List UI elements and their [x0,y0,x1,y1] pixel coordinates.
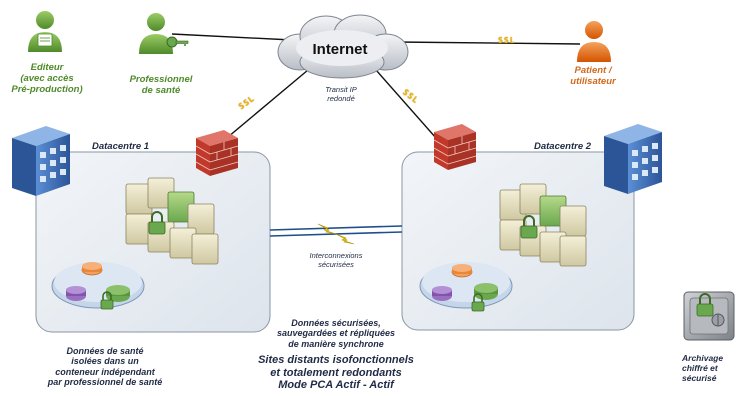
datacentre-1-data-container-icon [51,262,145,310]
datacentre-2-building-icon [604,124,662,194]
datacentre-2-data-container-icon [419,262,513,312]
datacentre-2-title: Datacentre 2 [534,141,592,152]
transit-ip-label: Transit IP redondé [325,85,357,103]
link-professionnel-internet [171,33,293,41]
professionnel-label: Professionnel de santé [129,74,193,96]
donnees-securisees-caption: Données sécurisées, sauvegardées et répl… [276,318,396,349]
datacentre-1-title: Datacentre 1 [92,141,150,152]
lock-icon [520,215,538,239]
link-internet-firewall-2 [375,69,437,139]
datacentre-2-servers-icon [499,183,587,267]
key-icon [166,36,189,48]
link-internet-firewall-1 [221,69,309,143]
lightning-icon [335,233,355,245]
link-patient-internet [395,41,581,45]
datacentre-1-servers-icon [125,177,219,265]
internet-label: Internet [312,41,367,58]
firewall-2-icon [433,124,477,170]
archivage-caption: Archivage chiffré et sécurisé [682,353,724,383]
lock-icon [471,293,485,312]
archive-safe-icon [683,291,735,341]
editeur-user-icon [28,11,62,52]
patient-user-icon [577,21,611,62]
internet-cloud: Internet [277,14,409,79]
donnees-sante-caption: Données de santé isolées dans un contene… [47,346,163,388]
datacentre-1-building-icon [12,126,70,196]
lock-icon [696,293,714,317]
sites-distants-caption: Sites distants isofonctionnels et totale… [258,354,414,392]
ssl-label-professionnel: SSL [498,36,516,45]
patient-label: Patient / utilisateur [570,65,616,87]
editeur-label: Editeur (avec accès Pré-production) [11,62,83,95]
interconnexion-label: Interconnexions sécurisées [309,251,363,269]
firewall-1-icon [195,130,239,176]
lock-icon [100,291,114,310]
professionnel-user-icon [139,13,189,54]
interconnexion-links [269,223,403,245]
lock-icon [148,211,166,235]
